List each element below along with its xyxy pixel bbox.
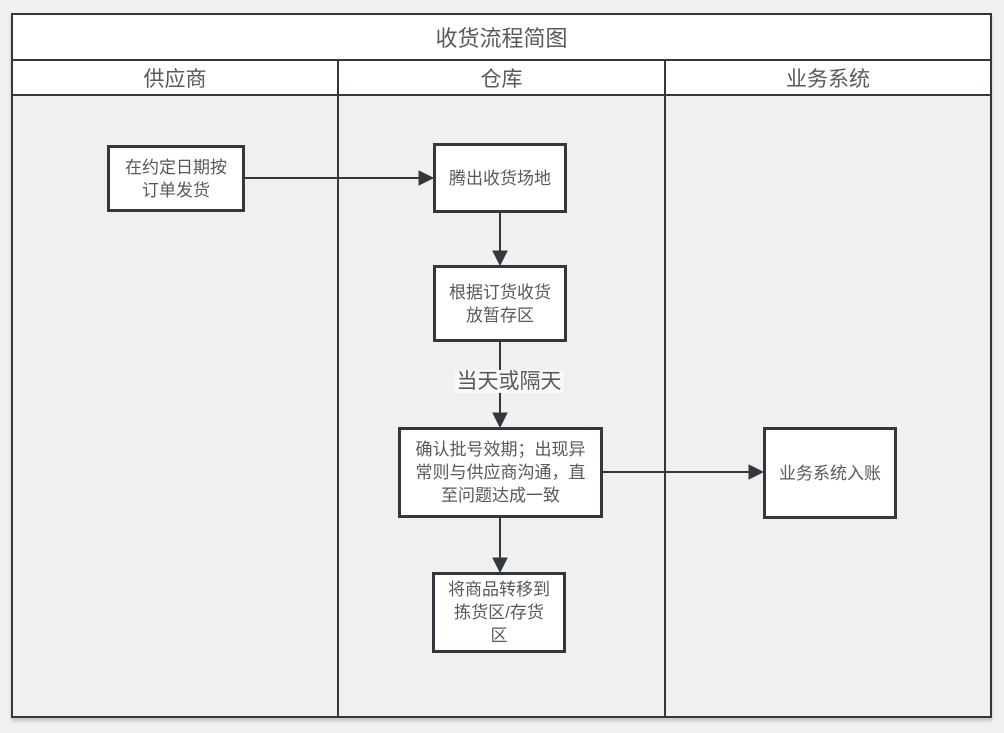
node-confirm-batch-validity: 确认批号效期；出现异 常则与供应商沟通，直 至问题达成一致 xyxy=(398,427,603,518)
node-receive-to-staging: 根据订货收货 放暂存区 xyxy=(433,265,567,342)
node-move-to-picking-storage: 将商品转移到 拣货区/存货 区 xyxy=(432,572,566,653)
node-business-system-booking: 业务系统入账 xyxy=(763,427,897,519)
lane-supplier xyxy=(13,96,339,716)
node-ship-on-agreed-date: 在约定日期按 订单发货 xyxy=(107,145,245,212)
lane-header-row: 供应商 仓库 业务系统 xyxy=(13,61,990,96)
node-clear-receiving-area: 腾出收货场地 xyxy=(433,143,567,213)
lane-header-business-system: 业务系统 xyxy=(786,67,870,91)
lane-header-warehouse: 仓库 xyxy=(339,61,666,94)
diagram-title: 收货流程简图 xyxy=(13,15,990,61)
edge-label-same-or-next-day: 当天或隔天 xyxy=(454,370,564,393)
lane-warehouse xyxy=(339,96,666,716)
lane-business-system xyxy=(666,96,990,716)
lane-header-supplier: 供应商 xyxy=(13,61,339,94)
